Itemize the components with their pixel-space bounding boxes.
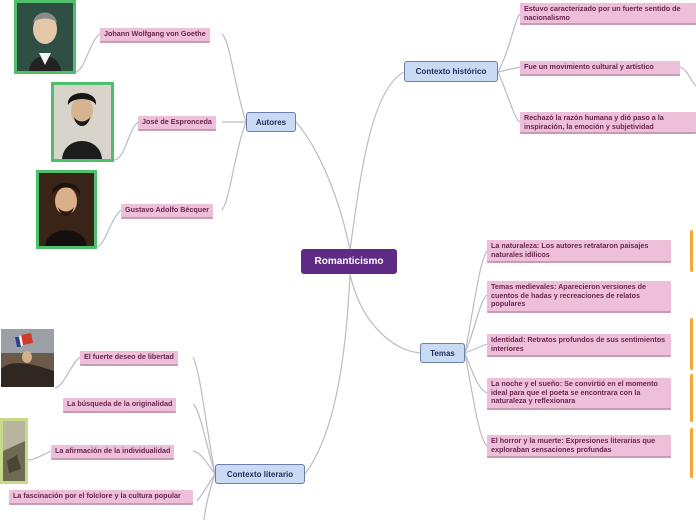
portrait-goethe-drawing [17,3,73,71]
leaf-autor-goethe[interactable]: Johann Wolfgang von Goethe [100,28,210,43]
branch-temas[interactable]: Temas [420,343,465,363]
leaf-text: El fuerte deseo de libertad [84,352,174,361]
branch-contexto-literario[interactable]: Contexto literario [215,464,305,484]
leaf-text: Fue un movimiento cultural y artístico [524,62,654,71]
leaf-tema-horror[interactable]: El horror y la muerte: Expresiones liter… [487,435,671,458]
leaf-text: La afirmación de la individualidad [55,446,171,455]
leaf-text: La búsqueda de la originalidad [67,399,173,408]
leaf-text: Temas medievales: Aparecieron versiones … [491,282,647,308]
central-topic-label: Romanticismo [314,256,384,267]
leaf-text: Rechazó la razón humana y dió paso a la … [524,113,664,131]
branch-contexto-historico-label: Contexto histórico [415,67,487,76]
leaf-literario-individualidad[interactable]: La afirmación de la individualidad [51,445,175,460]
leaf-text: El horror y la muerte: Expresiones liter… [491,436,656,454]
portrait-goethe-image [14,0,76,74]
leaf-tema-naturaleza[interactable]: La naturaleza: Los autores retrataron pa… [487,240,671,263]
leaf-literario-libertad[interactable]: El fuerte deseo de libertad [80,351,178,366]
painting-libertad-image [0,328,55,388]
painting-libertad-drawing [1,329,54,387]
image-stub-noche [690,374,696,422]
leaf-text: La noche y el sueño: Se convirtió en el … [491,379,658,405]
leaf-literario-folclore[interactable]: La fascinación por el folclore y la cult… [9,490,193,505]
leaf-autor-espronceda[interactable]: José de Espronceda [138,116,216,131]
leaf-tema-noche[interactable]: La noche y el sueño: Se convirtió en el … [487,378,671,410]
leaf-historico-movimiento[interactable]: Fue un movimiento cultural y artístico [520,61,680,76]
branch-contexto-literario-label: Contexto literario [226,469,294,479]
central-topic[interactable]: Romanticismo [301,249,397,274]
leaf-text: Johann Wolfgang von Goethe [104,29,206,38]
branch-autores-label: Autores [255,117,287,127]
portrait-becquer-image [36,170,97,249]
portrait-espronceda-image [51,82,114,162]
branch-autores[interactable]: Autores [246,112,296,132]
branch-contexto-historico[interactable]: Contexto histórico [404,61,498,82]
leaf-tema-medievales[interactable]: Temas medievales: Aparecieron versiones … [487,281,671,313]
painting-individualidad-image [0,418,28,484]
leaf-text: Identidad: Retratos profundos de sus sen… [491,335,666,353]
painting-individualidad-drawing [3,421,25,481]
leaf-autor-becquer[interactable]: Gustavo Adolfo Bécquer [121,204,213,219]
leaf-literario-originalidad[interactable]: La búsqueda de la originalidad [63,398,177,413]
leaf-historico-nacionalismo[interactable]: Estuvo caracterizado por un fuerte senti… [520,3,696,25]
branch-temas-label: Temas [430,348,455,358]
portrait-becquer-drawing [39,173,94,246]
image-stub-naturaleza [690,230,696,272]
leaf-tema-identidad[interactable]: Identidad: Retratos profundos de sus sen… [487,334,671,357]
image-stub-identidad [690,318,696,370]
leaf-text: La naturaleza: Los autores retrataron pa… [491,241,649,259]
leaf-text: Estuvo caracterizado por un fuerte senti… [524,4,681,22]
leaf-text: La fascinación por el folclore y la cult… [13,491,181,500]
leaf-text: José de Espronceda [142,117,212,126]
leaf-historico-razon[interactable]: Rechazó la razón humana y dió paso a la … [520,112,696,134]
image-stub-horror [690,428,696,478]
leaf-text: Gustavo Adolfo Bécquer [125,205,209,214]
portrait-espronceda-drawing [54,85,111,159]
